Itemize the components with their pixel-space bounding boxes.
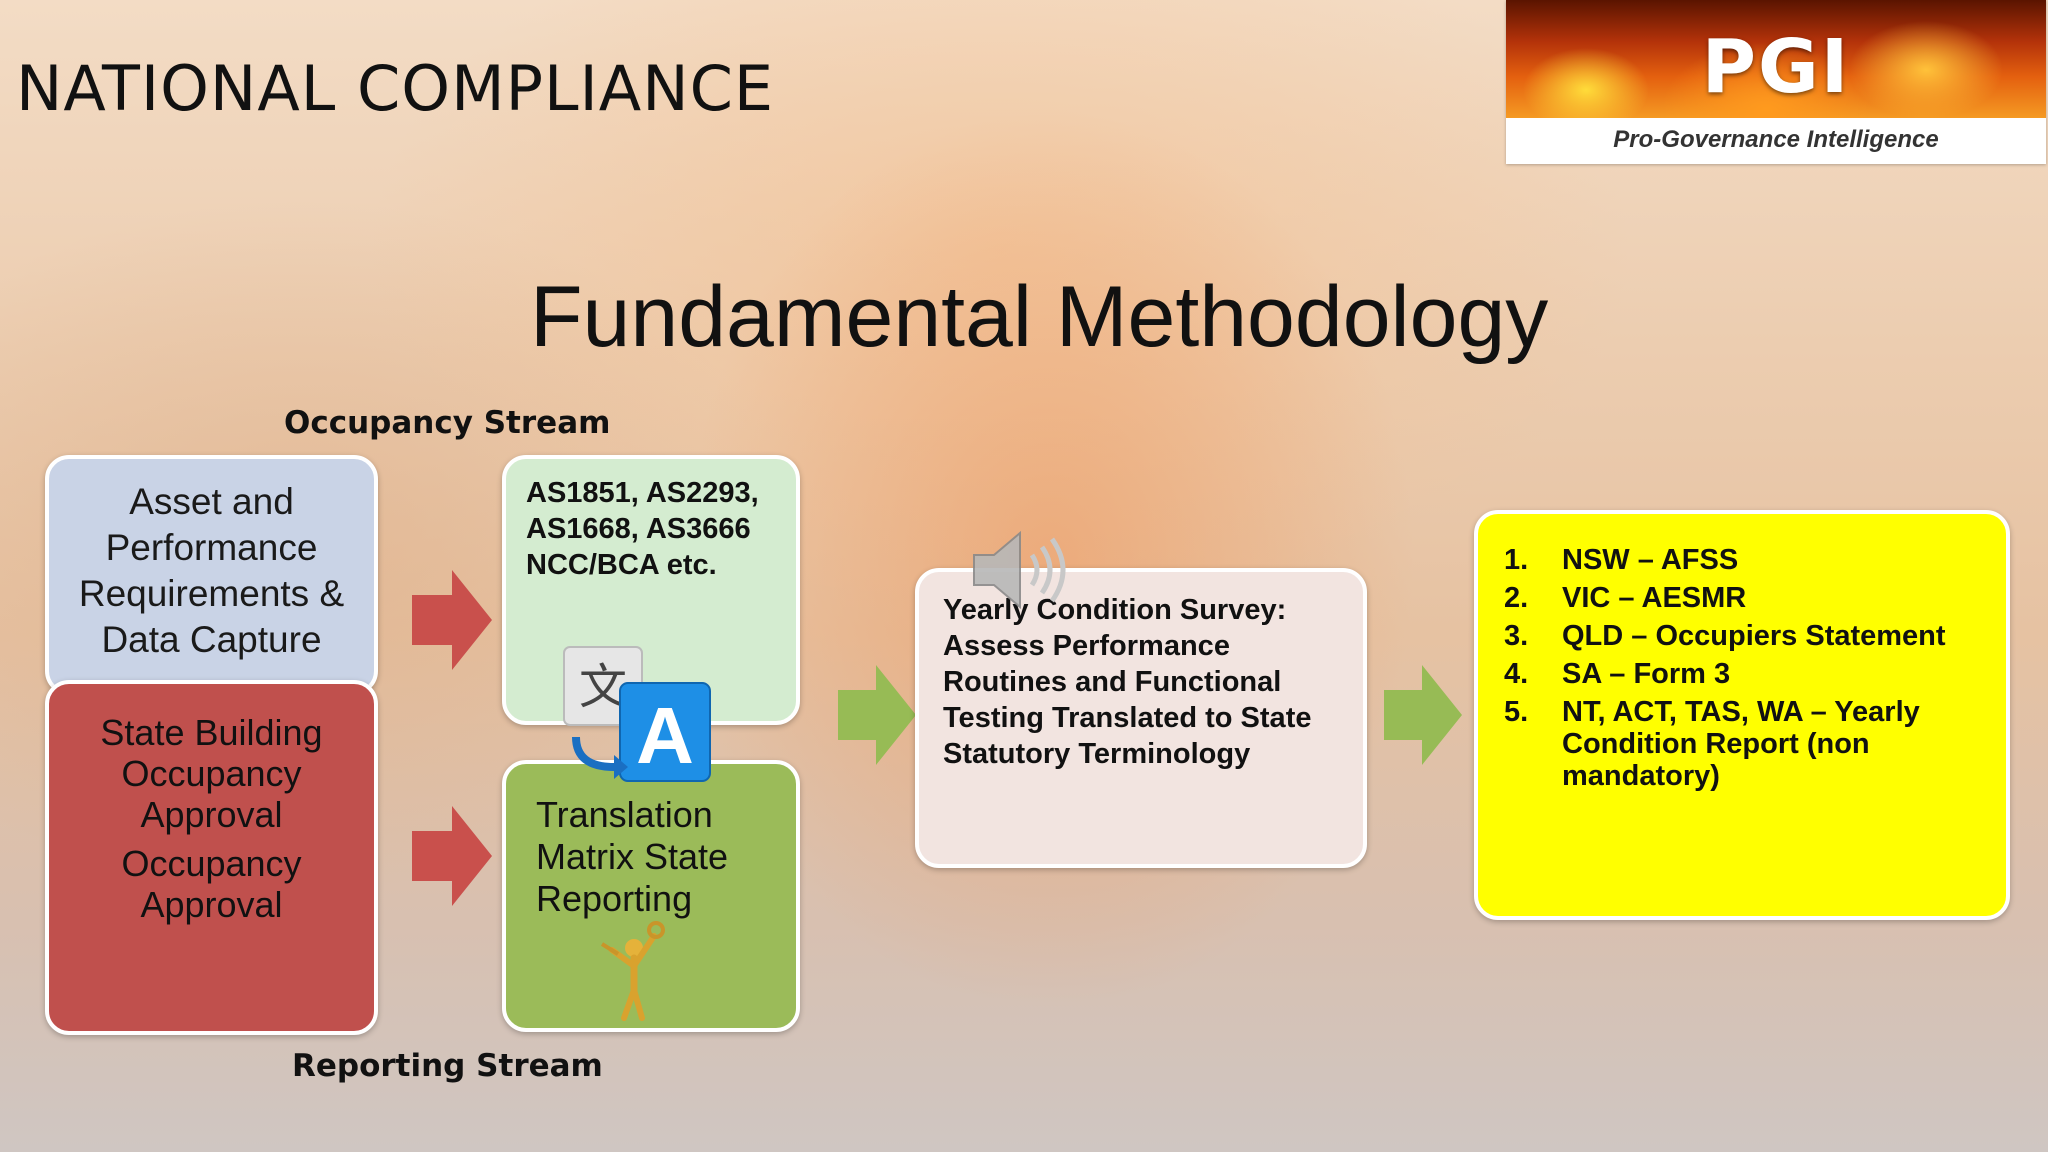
state-line: Approval bbox=[140, 794, 283, 835]
reporting-stream-label: Reporting Stream bbox=[292, 1048, 603, 1084]
survey-line: Yearly Condition Survey: bbox=[943, 594, 1287, 626]
asset-line: Data Capture bbox=[101, 619, 322, 660]
list-item: 2. VIC – AESMR bbox=[1504, 582, 1986, 614]
item-text: NSW – AFSS bbox=[1562, 544, 1739, 576]
state-line: Occupancy bbox=[121, 843, 302, 884]
item-text: QLD – Occupiers Statement bbox=[1562, 620, 1946, 652]
asset-box-text: Asset and Performance Requirements & Dat… bbox=[49, 479, 374, 663]
item-number: 4. bbox=[1504, 658, 1529, 690]
arrow-right-icon bbox=[838, 665, 916, 765]
state-line: State Building bbox=[100, 712, 323, 753]
logo-brand: PGI bbox=[1701, 24, 1851, 110]
item-text: VIC – AESMR bbox=[1562, 582, 1747, 614]
list-item: 5. NT, ACT, TAS, WA – Yearly Condition Re… bbox=[1504, 696, 1986, 792]
standards-line: NCC/BCA etc. bbox=[526, 549, 717, 581]
state-reports-box: 1. NSW – AFSS 2. VIC – AESMR 3. QLD – Occup… bbox=[1474, 510, 2010, 920]
item-text: NT, ACT, TAS, WA – Yearly Condition Repo… bbox=[1562, 696, 1920, 792]
slide-label: NATIONAL COMPLIANCE bbox=[16, 52, 775, 125]
matrix-line: Translation bbox=[536, 794, 713, 835]
occupancy-stream-label: Occupancy Stream bbox=[284, 405, 611, 441]
list-item: 4. SA – Form 3 bbox=[1504, 658, 1986, 690]
item-number: 1. bbox=[1504, 544, 1529, 576]
state-box-text: State Building Occupancy Approval Occupa… bbox=[49, 712, 374, 925]
standards-box: AS1851, AS2293, AS1668, AS3666 NCC/BCA e… bbox=[502, 455, 800, 725]
arrow-right-icon bbox=[412, 570, 492, 670]
pgi-logo: PGI Pro-Governance Intelligence bbox=[1506, 0, 2046, 164]
item-number: 2. bbox=[1504, 582, 1529, 614]
translation-matrix-box: Translation Matrix State Reporting bbox=[502, 760, 800, 1032]
survey-line: Testing Translated to State bbox=[943, 702, 1312, 734]
matrix-line: Matrix State bbox=[536, 836, 729, 877]
item-number: 5. bbox=[1504, 696, 1529, 728]
survey-line: Assess Performance bbox=[943, 630, 1230, 662]
standards-box-text: AS1851, AS2293, AS1668, AS3666 NCC/BCA e… bbox=[526, 475, 759, 583]
state-approval-box: State Building Occupancy Approval Occupa… bbox=[45, 680, 378, 1035]
page-title: Fundamental Methodology bbox=[530, 269, 1549, 365]
survey-box-text: Yearly Condition Survey: Assess Performa… bbox=[943, 592, 1347, 772]
asset-line: Asset and bbox=[129, 481, 294, 522]
standards-line: AS1668, AS3666 bbox=[526, 513, 751, 545]
state-line: Approval bbox=[140, 884, 283, 925]
list-item: 3. QLD – Occupiers Statement bbox=[1504, 620, 1986, 652]
item-text: SA – Form 3 bbox=[1562, 658, 1731, 690]
matrix-line: Reporting bbox=[536, 878, 693, 919]
state-reports-list: 1. NSW – AFSS 2. VIC – AESMR 3. QLD – Occup… bbox=[1504, 544, 1986, 798]
item-number: 3. bbox=[1504, 620, 1529, 652]
survey-line: Routines and Functional bbox=[943, 666, 1282, 698]
state-line: Occupancy bbox=[121, 753, 302, 794]
asset-line: Requirements & bbox=[78, 573, 345, 614]
list-item: 1. NSW – AFSS bbox=[1504, 544, 1986, 576]
svg-text:A: A bbox=[636, 691, 694, 780]
standards-line: AS1851, AS2293, bbox=[526, 477, 759, 509]
speaker-icon[interactable] bbox=[970, 525, 1080, 615]
asset-requirements-box: Asset and Performance Requirements & Dat… bbox=[45, 455, 378, 695]
flame-banner bbox=[1506, 0, 2046, 118]
condition-survey-box: Yearly Condition Survey: Assess Performa… bbox=[915, 568, 1367, 868]
translate-icon: 文 A bbox=[562, 645, 712, 790]
survey-line: Statutory Terminology bbox=[943, 738, 1251, 770]
arrow-right-icon bbox=[1384, 665, 1462, 765]
key-figure-icon bbox=[582, 918, 682, 1023]
logo-tagline: Pro-Governance Intelligence bbox=[1613, 126, 1939, 153]
matrix-box-text: Translation Matrix State Reporting bbox=[536, 794, 728, 920]
arrow-right-icon bbox=[412, 806, 492, 906]
asset-line: Performance bbox=[105, 527, 318, 568]
